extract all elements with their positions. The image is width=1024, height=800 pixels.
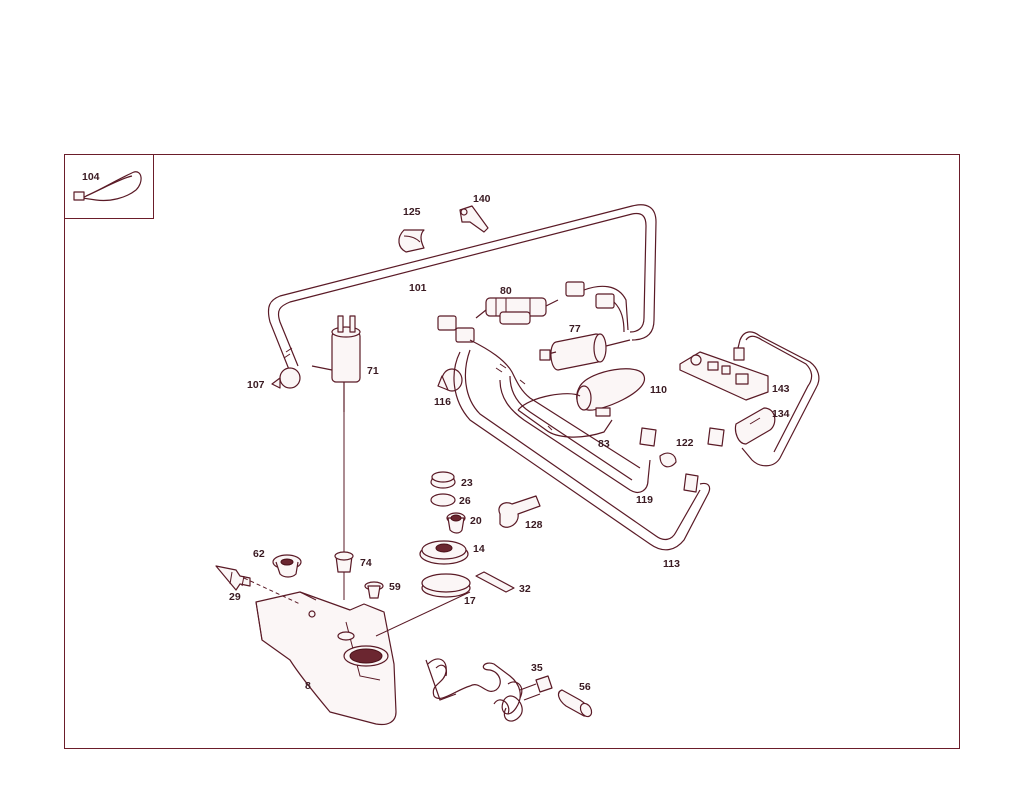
part-113-hose[interactable] <box>453 339 711 551</box>
part-8-reservoir[interactable] <box>243 577 471 726</box>
label-140: 140 <box>473 193 491 205</box>
label-125: 125 <box>403 206 421 218</box>
part-122-connector[interactable] <box>639 427 725 493</box>
label-62: 62 <box>253 548 265 560</box>
label-101: 101 <box>409 282 427 294</box>
inset-box-cable-tie <box>64 154 154 219</box>
label-143: 143 <box>772 383 790 395</box>
part-17-disc[interactable] <box>421 573 471 598</box>
part-23-cap[interactable] <box>430 471 456 489</box>
label-122: 122 <box>676 437 694 449</box>
part-77-pump[interactable] <box>539 333 631 371</box>
label-80: 80 <box>500 285 512 297</box>
part-104-cable-tie[interactable] <box>73 171 142 202</box>
label-107: 107 <box>247 379 265 391</box>
part-59-valve[interactable] <box>364 581 384 599</box>
part-128-clip[interactable] <box>498 495 541 528</box>
label-23: 23 <box>461 477 473 489</box>
label-59: 59 <box>389 581 401 593</box>
part-26-ring[interactable] <box>430 493 456 507</box>
part-116-clip[interactable] <box>437 368 463 392</box>
label-20: 20 <box>470 515 482 527</box>
part-134-sensor[interactable] <box>734 407 776 445</box>
label-35: 35 <box>531 662 543 674</box>
label-8: 8 <box>305 680 311 692</box>
part-connector-upper[interactable] <box>437 281 629 343</box>
label-71: 71 <box>367 365 379 377</box>
label-26: 26 <box>459 495 471 507</box>
part-110-canister[interactable] <box>576 368 645 417</box>
label-128: 128 <box>525 519 543 531</box>
part-20-plug[interactable] <box>446 512 466 534</box>
label-134: 134 <box>772 408 790 420</box>
label-113: 113 <box>663 558 680 570</box>
part-140-clip[interactable] <box>459 205 489 233</box>
label-116: 116 <box>434 396 451 408</box>
label-119: 119 <box>636 494 653 506</box>
label-77: 77 <box>569 323 581 335</box>
label-110: 110 <box>650 384 667 396</box>
part-74-plug[interactable] <box>334 551 354 573</box>
part-29-nozzle[interactable] <box>215 565 251 591</box>
label-29: 29 <box>229 591 241 603</box>
part-80-filter[interactable] <box>475 297 559 325</box>
label-32: 32 <box>519 583 531 595</box>
label-83: 83 <box>598 438 610 450</box>
part-101-hose-loop[interactable] <box>267 204 657 373</box>
label-74: 74 <box>360 557 372 569</box>
part-62-grommet[interactable] <box>272 554 302 578</box>
part-32-strip[interactable] <box>475 571 515 593</box>
part-35-coiled-hose[interactable] <box>425 658 553 722</box>
part-125-clip[interactable] <box>398 229 425 253</box>
label-14: 14 <box>473 543 485 555</box>
label-104: 104 <box>82 171 100 183</box>
diagram-frame <box>64 154 960 749</box>
part-119-hose[interactable] <box>499 375 651 493</box>
part-107-clip[interactable] <box>271 367 301 389</box>
label-56: 56 <box>579 681 591 693</box>
label-17: 17 <box>464 595 476 607</box>
part-83-wire[interactable] <box>517 393 613 438</box>
part-143-control-unit[interactable] <box>679 331 820 467</box>
part-14-flange[interactable] <box>419 540 469 565</box>
part-56-pipe[interactable] <box>557 689 594 719</box>
